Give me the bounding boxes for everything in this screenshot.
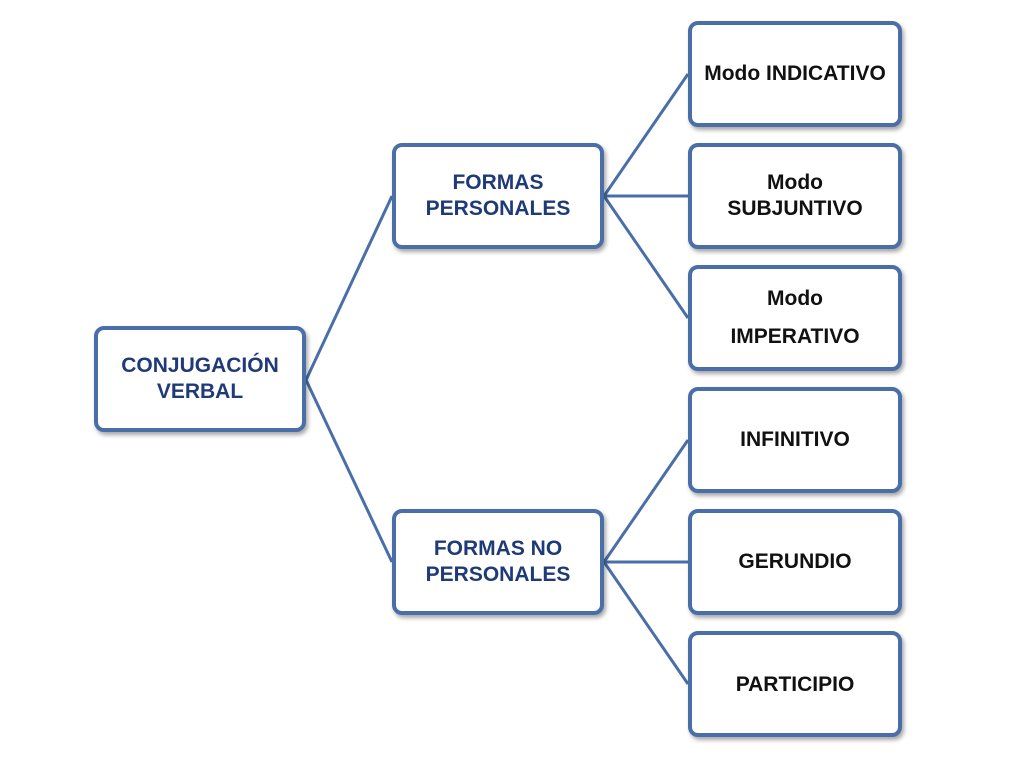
node-label: FORMAS NO PERSONALES (425, 536, 571, 586)
node-gerundio: GERUNDIO (688, 509, 902, 615)
node-modo-indicativo: Modo INDICATIVO (688, 21, 902, 127)
node-label: GERUNDIO (738, 550, 852, 573)
connector-root-to-formas-no-personales (304, 379, 394, 563)
node-label: Modo IMPERATIVO (730, 287, 860, 348)
node-formas-personales: FORMAS PERSONALES (392, 143, 604, 249)
connector-root-to-formas-personales (304, 195, 394, 381)
node-label: CONJUGACIÓN VERBAL (121, 353, 279, 403)
connector-personales-to-imperativo (602, 195, 690, 319)
node-modo-imperativo: Modo IMPERATIVO (688, 265, 902, 371)
node-label: FORMAS PERSONALES (425, 170, 571, 220)
connector-personales-to-indicativo (602, 73, 690, 197)
connector-no-personales-to-infinitivo (602, 439, 690, 563)
node-infinitivo: INFINITIVO (688, 387, 902, 493)
node-label: Modo SUBJUNTIVO (727, 170, 863, 220)
node-label: PARTICIPIO (735, 673, 855, 696)
node-label: INFINITIVO (740, 428, 850, 451)
node-modo-subjuntivo: Modo SUBJUNTIVO (688, 143, 902, 249)
node-formas-no-personales: FORMAS NO PERSONALES (392, 509, 604, 615)
node-label: Modo INDICATIVO (704, 61, 886, 85)
node-participio: PARTICIPIO (688, 631, 902, 737)
connector-no-personales-to-participio (602, 561, 690, 685)
node-conjugacion-verbal: CONJUGACIÓN VERBAL (94, 326, 306, 432)
